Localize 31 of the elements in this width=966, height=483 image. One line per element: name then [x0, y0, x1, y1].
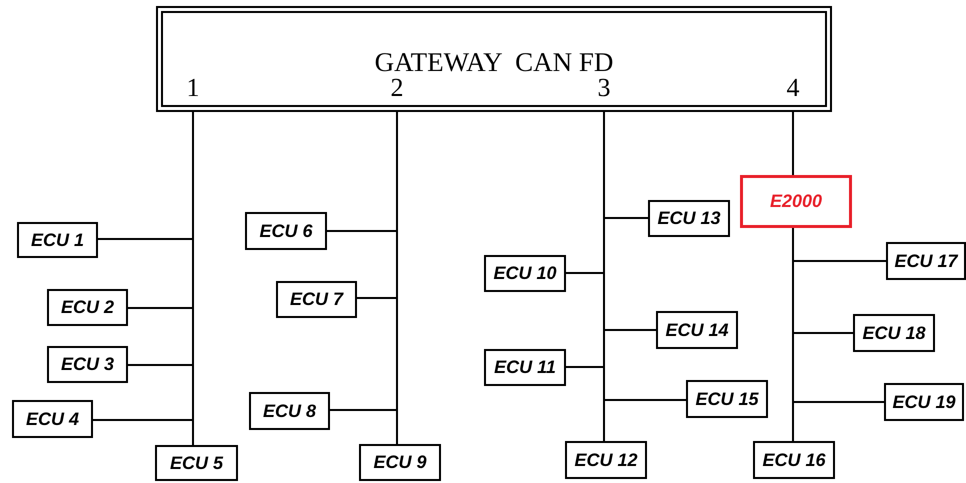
ecu-box: ECU 10 [484, 255, 566, 292]
port-number: 4 [786, 75, 800, 101]
port-number: 1 [186, 75, 200, 101]
ecu-box: ECU 2 [47, 289, 128, 326]
ecu-box: ECU 6 [245, 212, 327, 250]
ecu-box: ECU 11 [484, 349, 566, 386]
port-number: 2 [390, 75, 404, 101]
ecu-box: ECU 4 [12, 400, 93, 438]
ecu-box: ECU 9 [359, 444, 441, 481]
bus-line [792, 112, 794, 175]
ecu-box: ECU 12 [565, 441, 647, 479]
ecu-box: ECU 18 [853, 314, 935, 352]
bus-line [603, 112, 686, 401]
ecu-box: ECU 19 [884, 383, 964, 421]
ecu-box: ECU 1 [17, 222, 98, 258]
bus-line [396, 112, 398, 444]
ecu-box: ECU 13 [648, 200, 730, 237]
ecu-box: ECU 16 [753, 441, 835, 479]
gateway-title: GATEWAY CAN FD [374, 47, 614, 78]
ecu-box: ECU 15 [686, 380, 768, 418]
ecu-box: ECU 8 [249, 392, 330, 430]
ecu-box: ECU 3 [47, 346, 128, 383]
ecu-box: ECU 5 [155, 445, 238, 481]
bus-line [192, 112, 194, 445]
gateway-box [156, 6, 832, 112]
port-number: 3 [598, 75, 610, 101]
bus-line [792, 228, 884, 403]
ecu-box: ECU 7 [276, 281, 357, 318]
ecu-box: ECU 14 [656, 311, 738, 349]
ecu-box: E2000 [740, 175, 852, 228]
ecu-box: ECU 17 [886, 242, 966, 280]
